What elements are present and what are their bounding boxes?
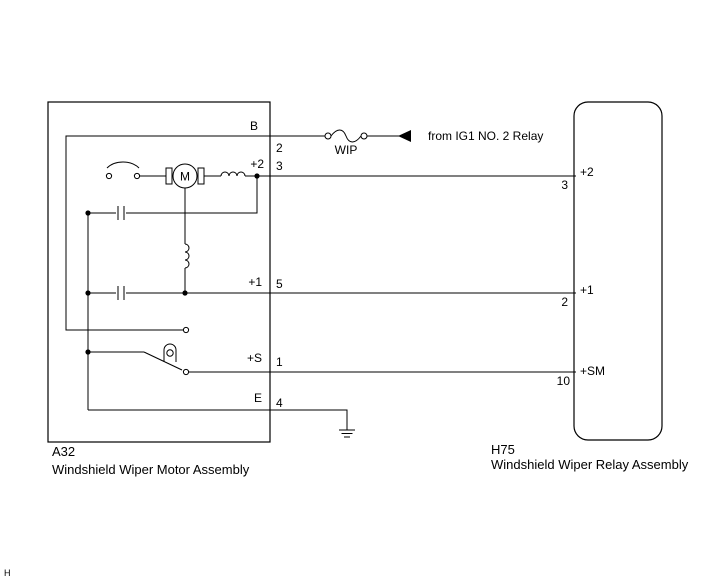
- cam-switch-symbol: [143, 343, 190, 376]
- motor-label: M: [180, 170, 190, 184]
- relay-assembly-name: Windshield Wiper Relay Assembly: [491, 457, 689, 472]
- relay-plus1-label: +1: [580, 283, 594, 297]
- ground-icon: [339, 429, 355, 438]
- capacitor-bottom-symbol: [116, 286, 126, 300]
- plus2-terminal-pin: 3: [276, 159, 283, 173]
- plus2-terminal-label: +2: [250, 157, 264, 171]
- motor-assembly-code: A32: [52, 444, 75, 459]
- capacitor-top-symbol: [116, 206, 126, 220]
- relay-sm-pin: 10: [557, 374, 571, 388]
- motor-assembly-box: [47, 101, 271, 443]
- inductor-vertical-symbol: [184, 243, 190, 269]
- plus1-terminal-label: +1: [248, 275, 262, 289]
- e-terminal-pin: 4: [276, 396, 283, 410]
- inductor-top-symbol: [220, 171, 246, 177]
- fuse-symbol: [324, 129, 368, 143]
- fuse-label: WIP: [335, 143, 358, 157]
- corner-mark: H: [4, 568, 11, 578]
- relay-assembly-box: [573, 101, 663, 441]
- e-terminal-label: E: [254, 391, 262, 405]
- relay-plus2-label: +2: [580, 165, 594, 179]
- relay-sm-label: +SM: [580, 364, 605, 378]
- power-arrow-icon: [398, 130, 411, 142]
- plusS-terminal-pin: 1: [276, 355, 283, 369]
- circuit-breaker-symbol: [105, 161, 166, 180]
- relay-plus2-pin: 3: [561, 178, 568, 192]
- relay-assembly-code: H75: [491, 442, 515, 457]
- b-wire: [65, 135, 410, 334]
- motor-symbol: M: [165, 163, 205, 244]
- plus1-terminal-pin: 5: [276, 277, 283, 291]
- motor-assembly-name: Windshield Wiper Motor Assembly: [52, 462, 250, 477]
- plusS-terminal-label: +S: [247, 351, 262, 365]
- b-terminal-pin: 2: [276, 141, 283, 155]
- power-source-label: from IG1 NO. 2 Relay: [428, 129, 543, 143]
- relay-plus1-pin: 2: [561, 295, 568, 309]
- b-terminal-label: B: [250, 119, 258, 133]
